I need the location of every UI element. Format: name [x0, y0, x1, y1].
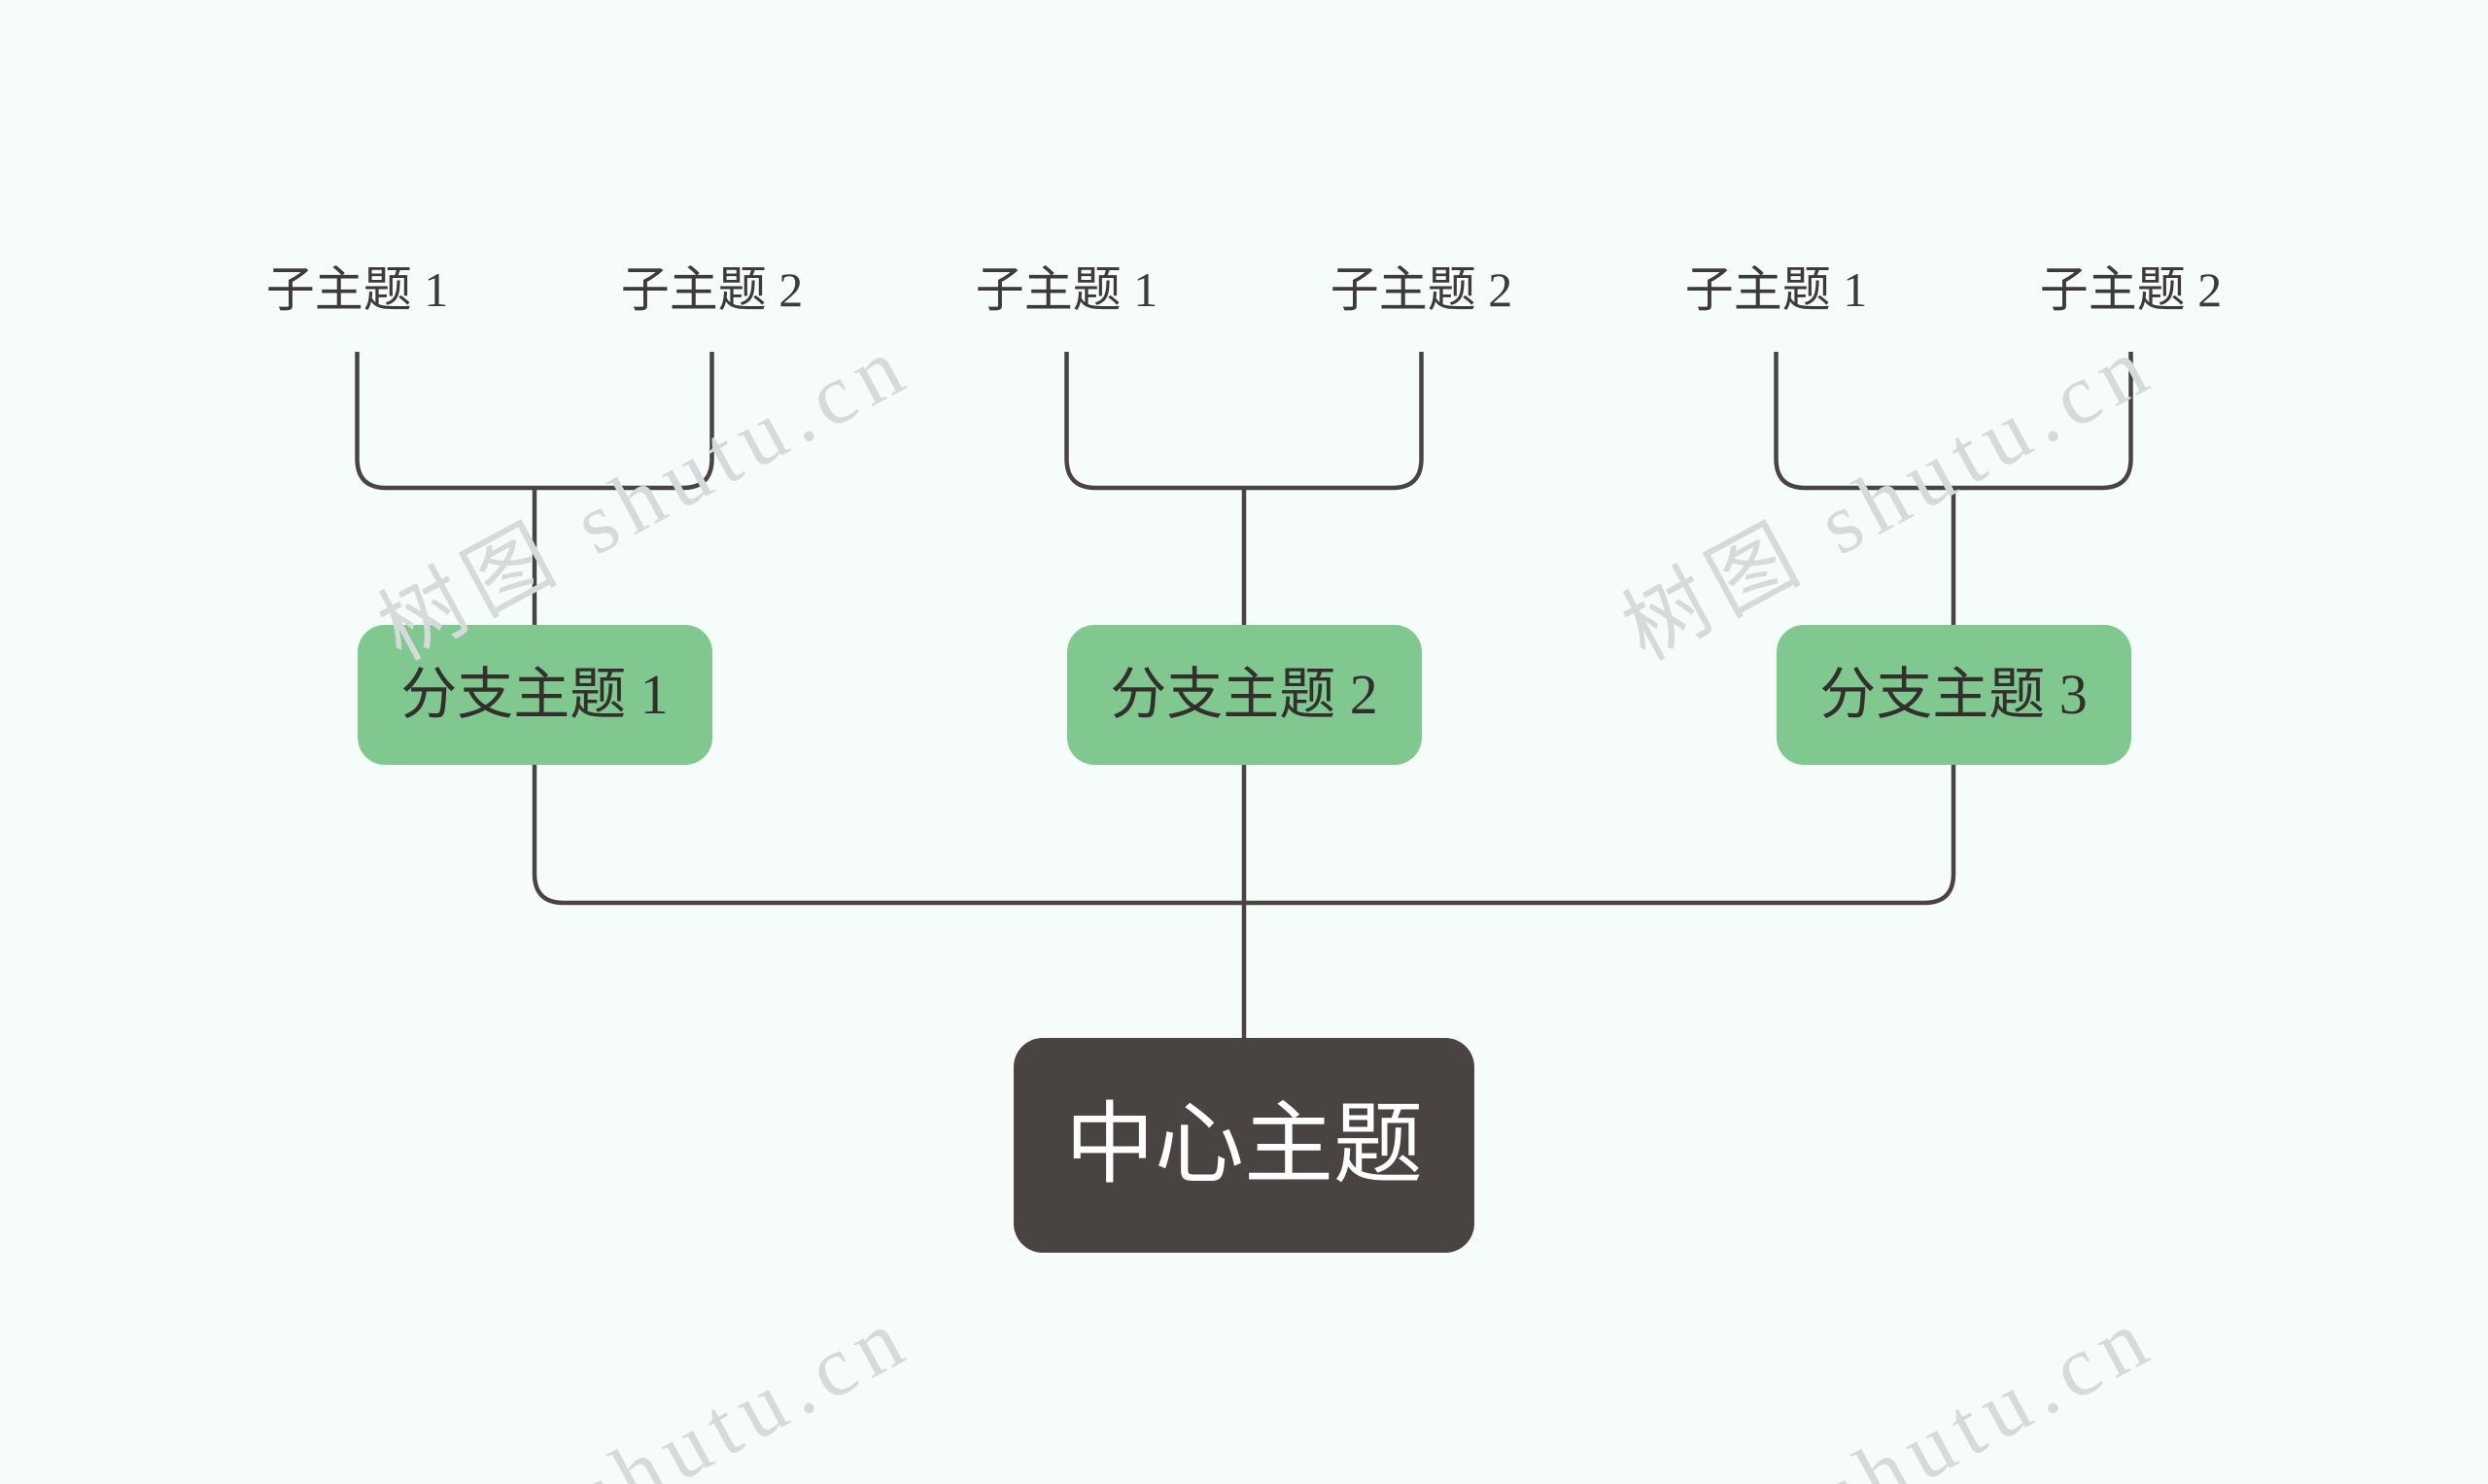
branch-node[interactable]: 分支主题 2: [1066, 625, 1422, 765]
connector-branch3-subtopic-bracket: [1774, 352, 2133, 491]
connector-branch2-subtopic-bracket: [1064, 352, 1424, 491]
connector-branch1-subtopic-bracket: [355, 352, 714, 491]
subtopic-node[interactable]: 子主题 1: [975, 262, 1158, 317]
subtopic-node[interactable]: 子主题 2: [620, 262, 804, 317]
subtopic-node[interactable]: 子主题 1: [1684, 262, 1868, 317]
subtopic-node[interactable]: 子主题 2: [1330, 262, 1513, 317]
subtopic-node[interactable]: 子主题 1: [265, 262, 449, 317]
central-topic-node[interactable]: 中心主题: [1014, 1038, 1474, 1253]
branch-node[interactable]: 分支主题 1: [357, 625, 712, 765]
branch-node[interactable]: 分支主题 3: [1776, 625, 2131, 765]
subtopic-node[interactable]: 子主题 2: [2039, 262, 2223, 317]
